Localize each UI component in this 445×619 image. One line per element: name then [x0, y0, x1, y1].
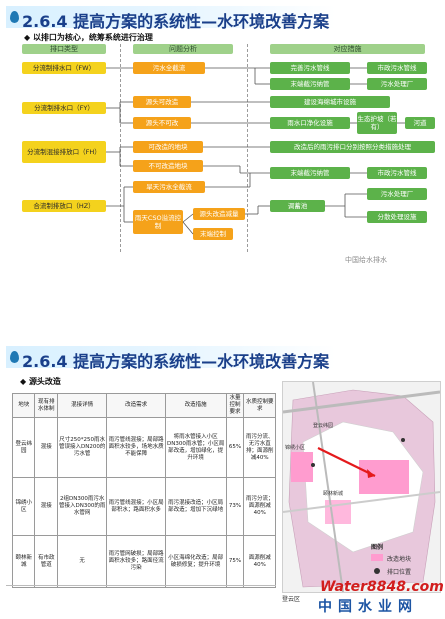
th-mixing: 混接详情	[56, 393, 108, 418]
measure-sponge-city: 建设海绵城市设施	[270, 96, 390, 108]
measure-ecological-slope: 生态护坡（若有）	[357, 112, 397, 134]
th-measure: 改造措施	[164, 393, 227, 418]
problem-end-control: 末端控制	[193, 228, 233, 240]
measure-storage-tank: 调蓄池	[270, 200, 325, 212]
cell: 雨污管线混接；小区局部积水；路面积水多	[106, 477, 166, 536]
cell: 雨污分流；面源削减40%	[243, 477, 276, 536]
table-header-row: 地块 现有排水体制 混接详情 改造需求 改造措施 水量控制要求 水质控制要求	[11, 393, 276, 418]
measure-wwtp: 污水处理厂	[367, 78, 427, 90]
col-header-outfall: 排口类型	[22, 44, 106, 54]
cell: 雨污混接改造；小区局部改造；增加下沉绿地	[164, 477, 227, 536]
water-drop-icon	[10, 351, 19, 363]
col-header-measure: 对应措施	[270, 44, 425, 54]
outfall-fy: 分流制排水口（FY）	[22, 102, 106, 114]
table-row: 颐林新城 有市政管道 无 雨污管网破损；局部路面积水较多；路面径流污染 小区海绵…	[11, 535, 276, 588]
th-need: 改造需求	[106, 393, 166, 418]
th-quality: 水质控制要求	[243, 393, 276, 418]
cell: 将雨水管接入小区DN300雨水管；小区局部改造，增加绿化，提升环境	[164, 417, 227, 478]
measure-end-interception: 末端截污纳管	[270, 78, 350, 90]
title-banner	[6, 6, 336, 28]
cell: 2组DN300雨污水管接入DN300的雨水管网	[56, 477, 108, 536]
cell: 尺寸250*250雨水管误接入DN200的污水管	[56, 417, 108, 478]
measure-municipal-sewer-2: 市政污水管线	[367, 167, 427, 179]
cell: 锦绣小区	[11, 477, 36, 536]
problem-unmodifiable-plot: 不可改造地块	[133, 160, 203, 172]
flow-connectors	[106, 67, 405, 235]
measure-wwtp-2: 污水处理厂	[367, 188, 427, 200]
problem-dry-weather: 旱天污水全截流	[133, 181, 205, 193]
outfall-hz: 合流制排放口（HZ）	[22, 200, 106, 212]
cell: 雨污管网破损；局部路面积水较多；路面径流污染	[106, 535, 166, 588]
site-map: 登云纬园 锦绣小区 颐林新城 图例 改造地块 排口位置	[282, 381, 441, 593]
cell: 面源削减40%	[243, 535, 276, 588]
slide2-subtitle: ◆ 源头改造	[20, 377, 61, 386]
measure-reclassify: 改造后的雨污排口分别按照分类措施处理	[270, 141, 435, 153]
legend-item-plot: 改造地块	[387, 556, 412, 563]
problem-source-unmodifiable: 源头不可改	[133, 117, 191, 129]
legend-swatch-outfall	[374, 568, 380, 574]
measure-municipal-sewer: 市政污水管线	[367, 62, 427, 74]
footer-divider	[6, 585, 276, 586]
map-caption: 登云区	[282, 596, 301, 603]
measure-decentralized: 分散处理设施	[367, 211, 427, 223]
outfall-fw: 分流制排水口（FW）	[22, 62, 106, 74]
source-renovation-table: 地块 现有排水体制 混接详情 改造需求 改造措施 水量控制要求 水质控制要求 登…	[11, 393, 276, 588]
problem-source-modifiable: 源头可改造	[133, 96, 191, 108]
cell: 登云纬园	[11, 417, 36, 478]
cell: 75%	[225, 535, 245, 588]
measure-river: 河道	[405, 117, 435, 129]
measure-improve-sewer: 完善污水管线	[270, 62, 350, 74]
problem-full-interception: 污水全截流	[133, 62, 205, 74]
slide2-title: 2.6.4 提高方案的系统性—水环境改善方案	[22, 352, 330, 371]
legend-swatch-plot	[371, 554, 383, 561]
title-banner-2	[6, 346, 336, 368]
table-row: 锦绣小区 混接 2组DN300雨污水管接入DN300的雨水管网 雨污管线混接；小…	[11, 477, 276, 536]
legend-item-outfall: 排口位置	[387, 569, 412, 576]
legend-title: 图例	[371, 544, 384, 551]
watermark-logo: Water8848.com	[320, 579, 444, 595]
column-divider	[120, 44, 121, 252]
th-drainage: 现有排水体制	[34, 393, 58, 418]
cell: 混接	[34, 477, 58, 536]
measure-end-interception-2: 末端截污纳管	[270, 167, 350, 179]
watermark-slide1: 中国给水排水	[345, 256, 387, 264]
slide1-subtitle: ◆ 以排口为核心，统筹系统进行治理	[24, 33, 153, 42]
th-plot: 地块	[11, 393, 36, 418]
column-divider	[247, 44, 248, 252]
problem-source-reduction: 源头改造减量	[193, 208, 245, 220]
cell: 混接	[34, 417, 58, 478]
th-volume: 水量控制要求	[225, 393, 245, 418]
cell: 73%	[225, 477, 245, 536]
measure-inlet-purification: 雨水口净化设施	[270, 117, 350, 129]
cell: 颐林新城	[11, 535, 36, 588]
map-label: 登云纬园	[313, 423, 334, 429]
map-graphic	[283, 382, 440, 592]
problem-modifiable-plot: 可改造的地块	[133, 141, 203, 153]
map-label: 锦绣小区	[285, 445, 306, 451]
slide1-title: 2.6.4 提高方案的系统性—水环境改善方案	[22, 12, 330, 31]
cell: 无	[56, 535, 108, 588]
cell: 雨污管线混接；局部路面积水较多，场地水质不能保障	[106, 417, 166, 478]
problem-cso-control: 雨天CSO溢流控制	[133, 210, 183, 234]
watermark-chinese: 中国水业网	[318, 599, 418, 615]
map-label: 颐林新城	[323, 491, 344, 497]
outfall-fh: 分流制混接排放口（FH）	[22, 141, 106, 163]
cell: 雨污分流、无污水直排；面源削减40%	[243, 417, 276, 478]
table-row: 登云纬园 混接 尺寸250*250雨水管误接入DN200的污水管 雨污管线混接；…	[11, 417, 276, 478]
col-header-problem: 问题分析	[133, 44, 233, 54]
cell: 65%	[225, 417, 245, 478]
water-drop-icon	[10, 11, 19, 23]
cell: 小区海绵化改造；局部破损修复；提升环境	[164, 535, 227, 588]
cell: 有市政管道	[34, 535, 58, 588]
